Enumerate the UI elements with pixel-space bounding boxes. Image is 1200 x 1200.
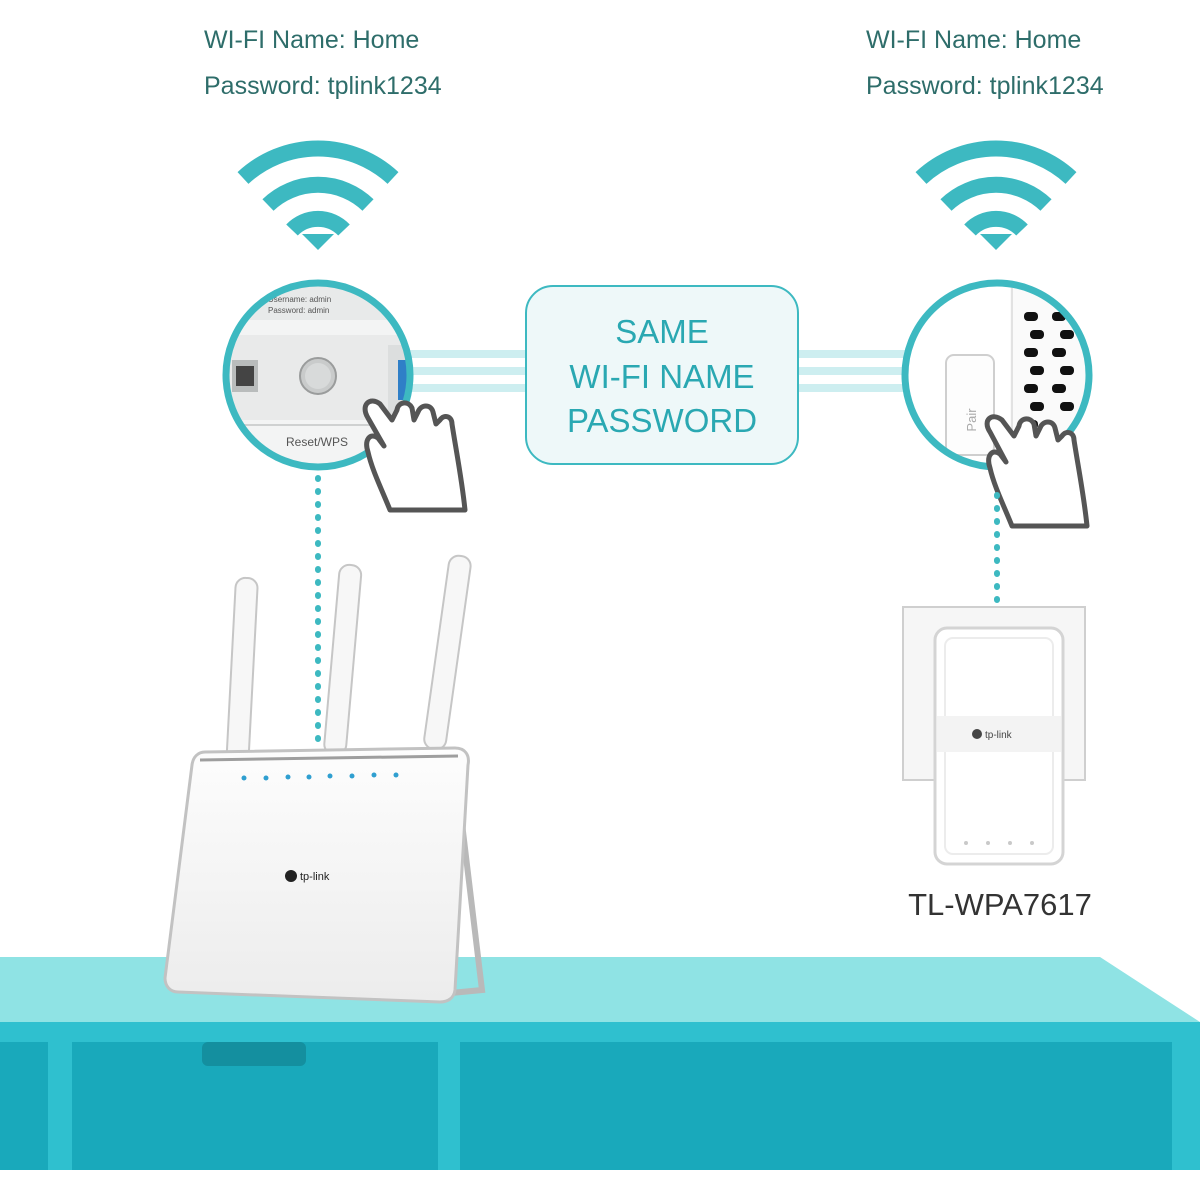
connector-left [410,350,528,392]
right-wifi-password: Password: tplink1234 [866,72,1104,100]
connector-right [798,350,906,392]
wifi-dot-left [302,234,334,250]
same-credentials-callout: SAME WI-FI NAME PASSWORD [525,285,799,465]
callout-line-password: PASSWORD [566,402,758,439]
wifi-dot-right [980,234,1012,250]
router: tp-link [163,554,486,1004]
extender: tp-link [902,606,1086,866]
router-sticker-password: Password: admin [268,306,329,315]
extender-brand-logo: tp-link [985,730,1013,741]
wifi-icon-right [915,140,1077,236]
callout-line-same: SAME [615,313,709,350]
hand-icon-left [362,398,468,513]
left-wifi-password: Password: tplink1234 [204,72,442,100]
pair-button-label: Pair [964,408,979,432]
left-wifi-name: WI-FI Name: Home [204,26,420,54]
wifi-icon-left [237,140,399,236]
reset-wps-label: Reset/WPS [286,435,348,449]
extender-model-label: TL-WPA7617 [908,887,1092,922]
router-brand-logo: tp-link [300,871,330,883]
hand-icon-right [984,414,1090,529]
router-sticker-username: Username: admin [268,295,331,304]
right-wifi-name: WI-FI Name: Home [866,26,1082,54]
callout-line-wifi-name: WI-FI NAME [569,358,755,395]
